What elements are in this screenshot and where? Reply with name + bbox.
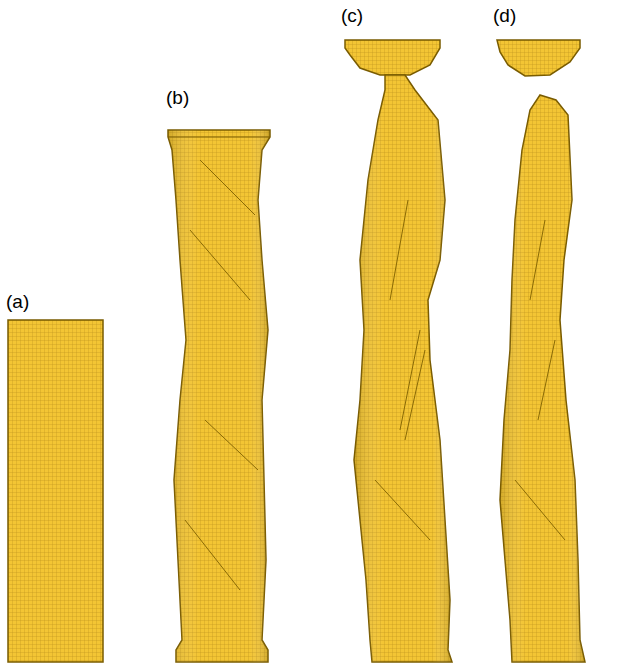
panel-label: (c) — [341, 6, 363, 27]
fracturing-specimen — [345, 40, 452, 662]
fractured-specimen — [497, 40, 585, 662]
intact-specimen — [8, 320, 103, 662]
panel-label: (a) — [6, 292, 29, 313]
panel-label: (d) — [493, 6, 516, 27]
panel-label: (b) — [166, 88, 189, 109]
deformed-specimen — [168, 130, 270, 662]
